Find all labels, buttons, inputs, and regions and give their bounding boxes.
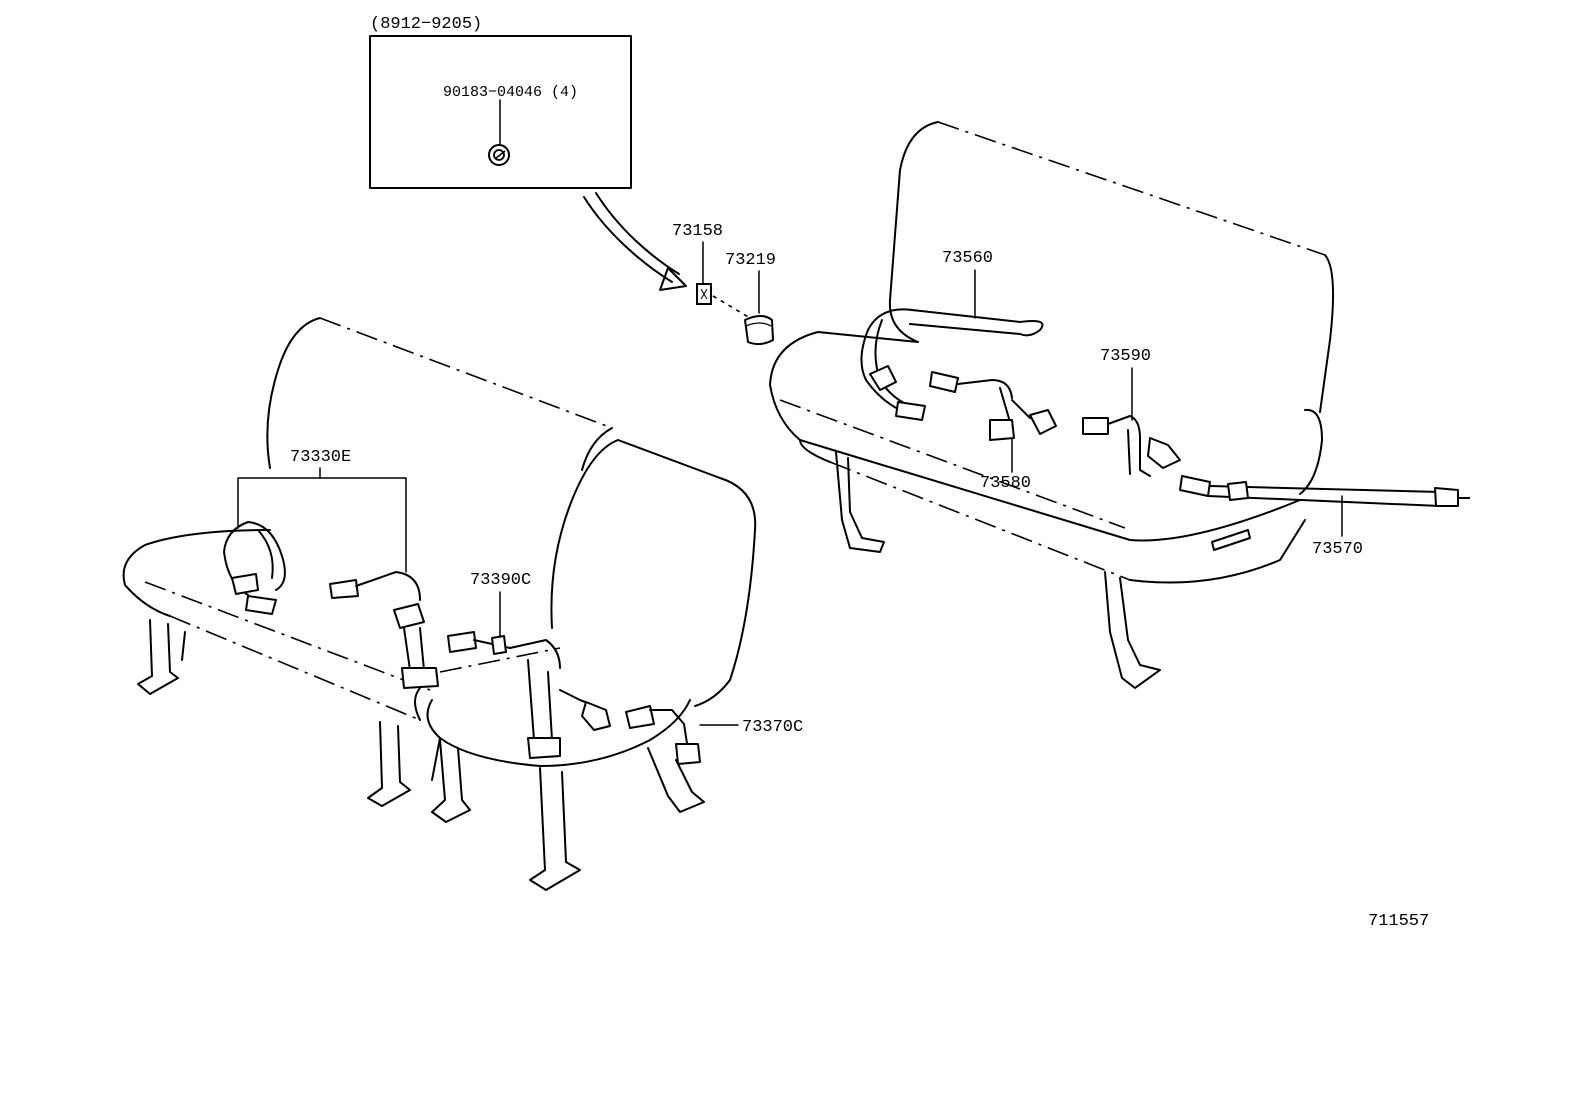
belt-73580 bbox=[929, 371, 1057, 441]
label-73158: 73158 bbox=[672, 222, 723, 241]
label-73219: 73219 bbox=[725, 251, 776, 270]
belt-73590 bbox=[1082, 415, 1181, 477]
label-73560: 73560 bbox=[942, 249, 993, 268]
belt-73390c bbox=[447, 631, 611, 759]
right-bench-seat bbox=[769, 121, 1470, 689]
belt-73330e bbox=[223, 521, 439, 689]
inset-part-number: 90183−04046 (4) bbox=[443, 84, 578, 101]
label-73390c: 73390C bbox=[470, 571, 531, 590]
label-73330e: 73330E bbox=[290, 448, 351, 467]
label-73580: 73580 bbox=[980, 474, 1031, 493]
label-73370c: 73370C bbox=[742, 718, 803, 737]
small-parts-group: 73158 73219 bbox=[672, 222, 776, 346]
label-73570: 73570 bbox=[1312, 540, 1363, 559]
clip-part-icon bbox=[696, 283, 712, 305]
belt-73370c bbox=[625, 705, 701, 765]
inset-detail: (8912−9205) 90183−04046 (4) bbox=[369, 15, 687, 291]
belt-73570 bbox=[1179, 475, 1470, 507]
bolt-nut-icon bbox=[488, 144, 510, 166]
left-bench-seat bbox=[122, 317, 613, 807]
inset-box bbox=[369, 35, 632, 189]
header-range-label: (8912−9205) bbox=[370, 15, 482, 34]
curved-arrow-icon bbox=[583, 192, 687, 291]
cover-cap-icon bbox=[744, 315, 774, 346]
belt-73560 bbox=[860, 308, 1044, 421]
front-single-seat bbox=[426, 439, 757, 891]
diagram-id-label: 711557 bbox=[1368, 912, 1429, 931]
label-73590: 73590 bbox=[1100, 347, 1151, 366]
